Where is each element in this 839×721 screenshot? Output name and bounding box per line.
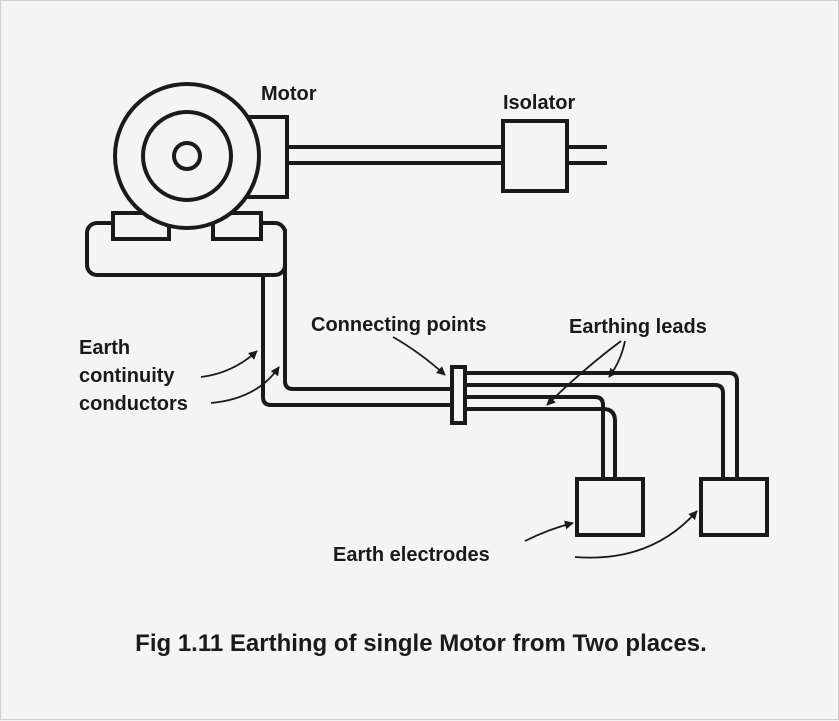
label-earthing-leads: Earthing leads bbox=[569, 316, 707, 338]
motor-foot-right bbox=[211, 211, 263, 241]
connecting-point-clamp bbox=[450, 365, 467, 425]
motor-shaft bbox=[172, 141, 202, 171]
label-earth-continuity-line1: Earth bbox=[79, 337, 130, 359]
label-earth-electrodes: Earth electrodes bbox=[333, 544, 490, 566]
arrow-earthing-lead-1 bbox=[546, 340, 622, 406]
label-connecting-points: Connecting points bbox=[311, 314, 487, 336]
label-isolator: Isolator bbox=[503, 92, 575, 114]
earth-electrode-2 bbox=[699, 477, 769, 537]
earthing-lead-1-outer bbox=[465, 395, 605, 479]
figure-caption: Fig 1.11 Earthing of single Motor from T… bbox=[135, 630, 707, 657]
earth-continuity-conductor-1 bbox=[261, 275, 453, 407]
label-earth-continuity-line3: conductors bbox=[79, 393, 188, 415]
earthing-lead-1-line-b bbox=[465, 407, 617, 479]
isolator-box bbox=[501, 119, 569, 193]
arrow-earth-continuity-2 bbox=[210, 366, 280, 404]
arrow-earth-electrode-1 bbox=[524, 520, 574, 542]
earthing-lead-2-outer bbox=[465, 371, 739, 479]
arrow-earth-continuity-1 bbox=[200, 350, 258, 378]
arrow-earthing-lead-2 bbox=[608, 340, 626, 378]
earthing-lead-2-inner bbox=[465, 383, 725, 479]
label-earth-continuity-line2: continuity bbox=[79, 365, 175, 387]
arrow-connecting-point bbox=[392, 336, 446, 376]
label-motor: Motor bbox=[261, 83, 317, 105]
earth-electrode-1 bbox=[575, 477, 645, 537]
arrow-earth-electrode-2 bbox=[574, 510, 698, 559]
earth-continuity-conductor-2 bbox=[283, 229, 453, 391]
